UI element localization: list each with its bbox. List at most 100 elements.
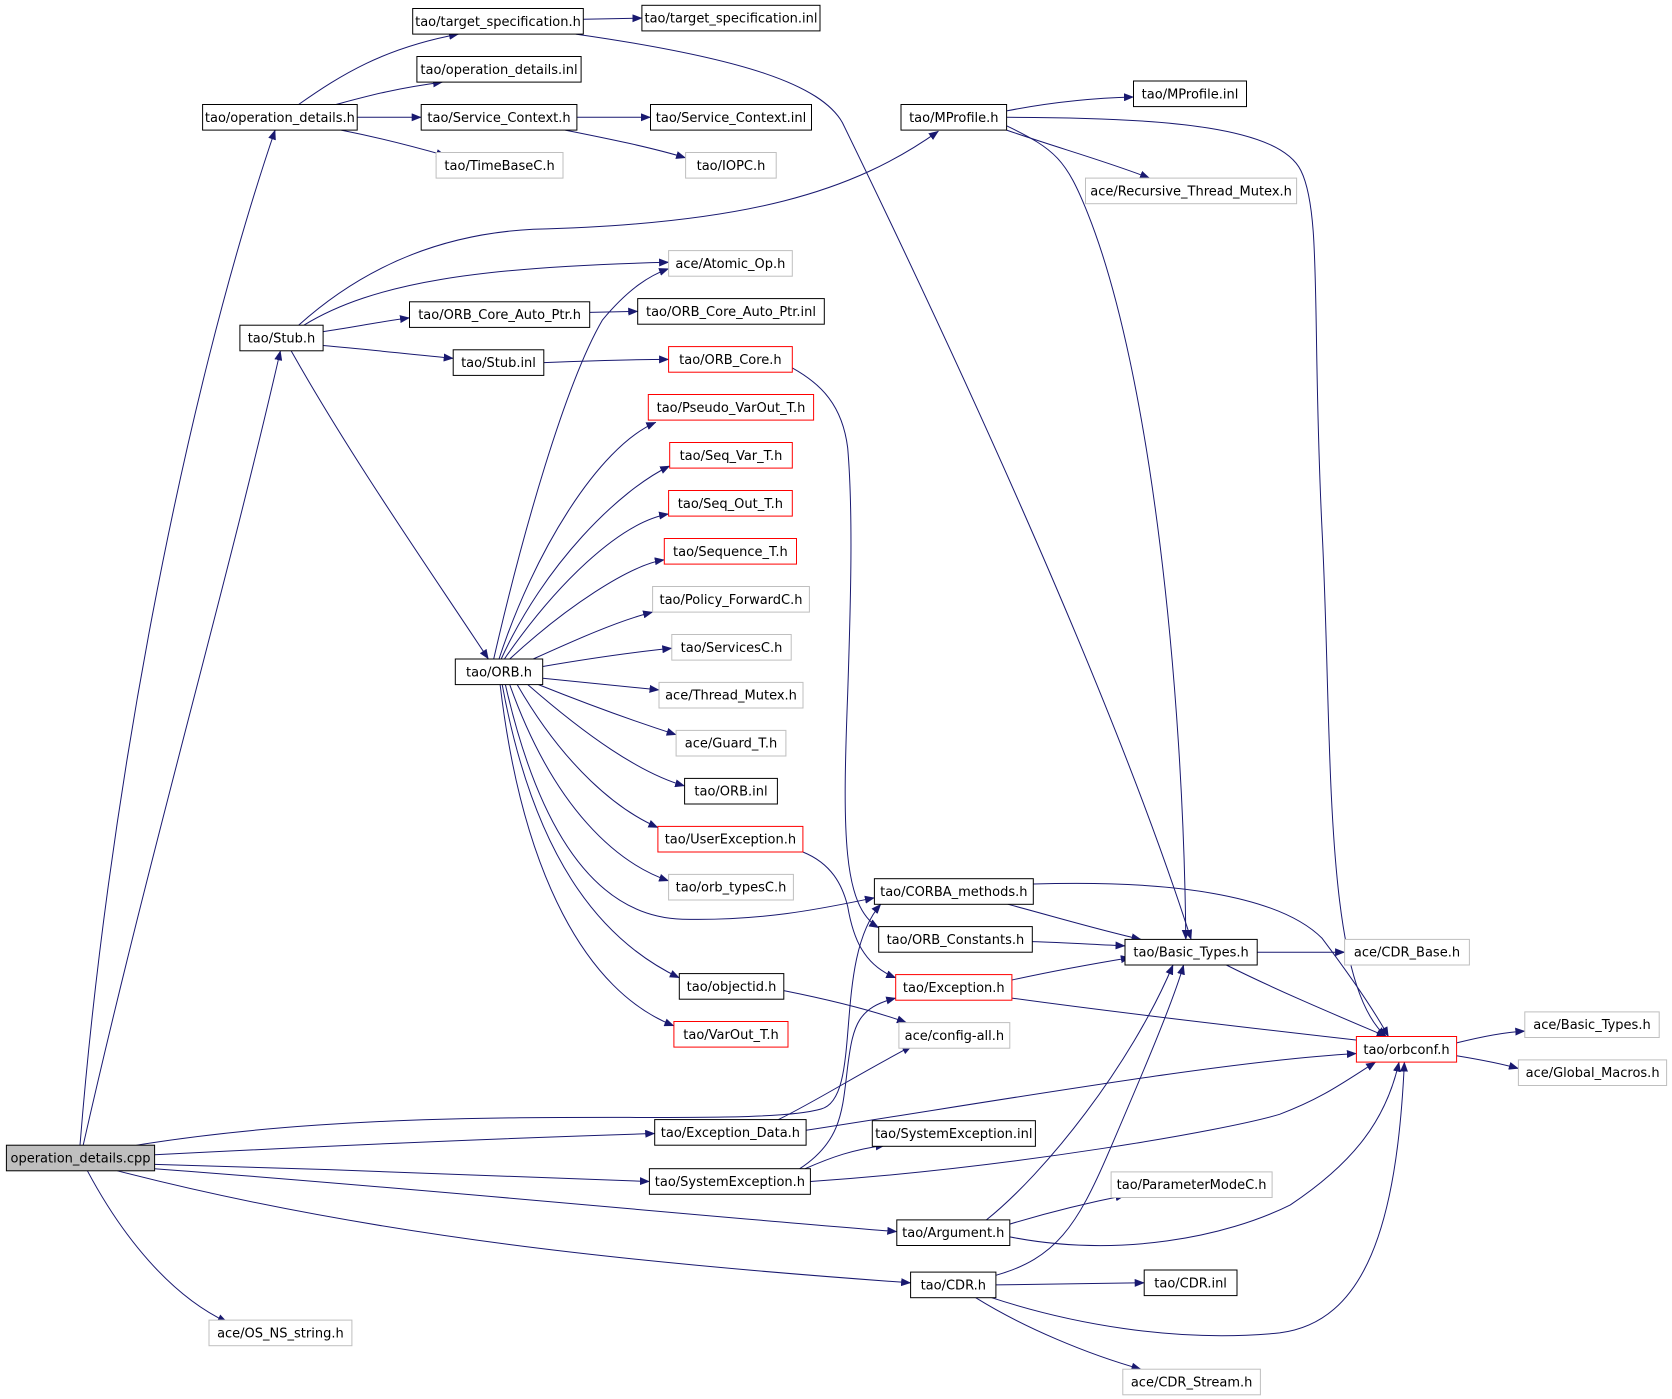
node-label: tao/ORB_Core_Auto_Ptr.inl — [646, 305, 816, 320]
edge-argument-to-basictypes_tao — [986, 964, 1174, 1221]
node-label: tao/orb_typesC.h — [676, 881, 787, 896]
edge-orbconf-to-ace_basictypes — [1456, 1027, 1526, 1044]
node-label: tao/orbconf.h — [1363, 1043, 1449, 1058]
edge-opdet_h-to-target_spec_h — [298, 31, 459, 105]
edge-corbamethods-to-orbconf — [1033, 882, 1389, 1037]
edge-argument-to-orbconf — [1009, 1061, 1401, 1247]
node-box — [678, 973, 785, 1000]
node-label: tao/Policy_ForwardC.h — [659, 593, 802, 608]
node-opdet_inl[interactable]: tao/operation_details.inl — [416, 56, 582, 83]
node-varout[interactable]: tao/VarOut_T.h — [673, 1021, 789, 1048]
node-orbtypes[interactable]: tao/orb_typesC.h — [668, 873, 794, 901]
node-iopc[interactable]: tao/IOPC.h — [685, 152, 777, 179]
node-parammode[interactable]: tao/ParameterModeC.h — [1110, 1171, 1273, 1199]
node-pseudo[interactable]: tao/Pseudo_VarOut_T.h — [647, 394, 815, 421]
node-exception[interactable]: tao/Exception.h — [895, 974, 1013, 1001]
node-label: ace/Recursive_Thread_Mutex.h — [1090, 184, 1292, 199]
node-threadmutex[interactable]: ace/Thread_Mutex.h — [658, 681, 804, 709]
node-configall[interactable]: ace/config-all.h — [898, 1022, 1011, 1049]
node-label: tao/ORB_Core.h — [679, 353, 782, 368]
node-svcctx_h[interactable]: tao/Service_Context.h — [420, 104, 578, 131]
node-mprofile_h[interactable]: tao/MProfile.h — [900, 104, 1008, 131]
node-label: tao/Exception_Data.h — [661, 1126, 800, 1141]
node-box — [637, 298, 825, 325]
edge-orb_h-to-seqout — [503, 511, 670, 660]
node-guard[interactable]: ace/Guard_T.h — [675, 729, 787, 757]
edge-sysexc_h-to-exception — [799, 996, 897, 1170]
node-sysexc_h[interactable]: tao/SystemException.h — [648, 1168, 811, 1195]
node-stub_inl[interactable]: tao/Stub.inl — [452, 349, 545, 376]
node-stub_h[interactable]: tao/Stub.h — [239, 324, 324, 352]
node-target_spec_inl[interactable]: tao/target_specification.inl — [641, 4, 821, 32]
node-basictypes_tao[interactable]: tao/Basic_Types.h — [1124, 938, 1258, 966]
node-services[interactable]: tao/ServicesC.h — [671, 634, 792, 661]
node-orbconf[interactable]: tao/orbconf.h — [1355, 1036, 1458, 1063]
edge-root-to-cdr_h — [117, 1170, 912, 1287]
node-label: tao/Argument.h — [902, 1226, 1004, 1241]
node-orbconst[interactable]: tao/ORB_Constants.h — [878, 926, 1033, 953]
node-mprofile_inl[interactable]: tao/MProfile.inl — [1133, 80, 1247, 108]
node-box — [1517, 1059, 1668, 1087]
edge-stub_inl-to-orbcore — [543, 355, 670, 364]
edge-svcctx_h-to-iopc — [565, 129, 687, 159]
node-recmutex[interactable]: ace/Recursive_Thread_Mutex.h — [1085, 177, 1298, 205]
node-label: ace/config-all.h — [905, 1029, 1005, 1044]
node-box — [452, 349, 545, 376]
node-opdet_h[interactable]: tao/operation_details.h — [202, 104, 358, 131]
node-autoptr_h[interactable]: tao/ORB_Core_Auto_Ptr.h — [409, 301, 591, 328]
node-target_spec_h[interactable]: tao/target_specification.h — [412, 8, 584, 35]
nodes: operation_details.cpp tao/target_specific… — [5, 4, 1668, 1396]
edge-orb_h-to-pseudo — [498, 421, 657, 660]
node-atomic[interactable]: ace/Atomic_Op.h — [668, 250, 793, 277]
edge-cdr_h-to-basictypes_tao — [995, 964, 1185, 1276]
node-label: tao/MProfile.inl — [1142, 87, 1239, 102]
edge-orb_h-to-orbtypes — [509, 684, 670, 882]
node-timebase[interactable]: tao/TimeBaseC.h — [435, 152, 564, 179]
node-root[interactable]: operation_details.cpp — [5, 1144, 156, 1172]
node-box — [412, 8, 584, 35]
node-label: tao/target_specification.h — [415, 15, 581, 30]
node-box — [641, 4, 821, 32]
node-cdrbase[interactable]: ace/CDR_Base.h — [1344, 938, 1470, 966]
node-ace_basictypes[interactable]: ace/Basic_Types.h — [1524, 1011, 1660, 1039]
edge-mprofile_h-to-mprofile_inl — [1006, 93, 1134, 112]
node-argument[interactable]: tao/Argument.h — [896, 1219, 1011, 1247]
edge-stub_h-to-atomic — [303, 258, 670, 326]
edge-root-to-stub_h — [82, 350, 283, 1146]
node-box — [685, 152, 777, 179]
node-sysexc_inl[interactable]: tao/SystemException.inl — [871, 1120, 1036, 1147]
node-globalmacros[interactable]: ace/Global_Macros.h — [1517, 1059, 1668, 1087]
node-orb_h[interactable]: tao/ORB.h — [454, 658, 544, 686]
node-box — [684, 777, 778, 805]
node-label: tao/SystemException.h — [655, 1175, 805, 1190]
node-cdr_h[interactable]: tao/CDR.h — [910, 1271, 997, 1299]
edge-target_spec_h-to-target_spec_inl — [583, 14, 643, 23]
node-objectid[interactable]: tao/objectid.h — [678, 973, 785, 1000]
edge-orb_h-to-orb_inl — [527, 684, 686, 788]
node-box — [896, 1219, 1011, 1247]
edge-excdata-to-orbconf — [806, 1050, 1357, 1131]
node-cdr_inl[interactable]: tao/CDR.inl — [1143, 1269, 1238, 1297]
node-seqvar[interactable]: tao/Seq_Var_T.h — [669, 442, 793, 469]
node-osnsstring[interactable]: ace/OS_NS_string.h — [208, 1319, 353, 1347]
node-label: tao/UserException.h — [665, 833, 796, 848]
node-box — [409, 301, 591, 328]
edge-excdata-to-configall — [778, 1045, 913, 1121]
node-seq[interactable]: tao/Sequence_T.h — [663, 538, 797, 565]
node-cdrstream[interactable]: ace/CDR_Stream.h — [1122, 1368, 1261, 1396]
node-label: ace/Atomic_Op.h — [675, 257, 785, 272]
node-autoptr_inl[interactable]: tao/ORB_Core_Auto_Ptr.inl — [637, 298, 825, 325]
node-orbcore[interactable]: tao/ORB_Core.h — [668, 346, 793, 373]
node-svcctx_inl[interactable]: tao/Service_Context.inl — [650, 104, 812, 131]
node-excdata[interactable]: tao/Exception_Data.h — [654, 1119, 807, 1146]
node-orb_inl[interactable]: tao/ORB.inl — [684, 777, 778, 805]
node-seqout[interactable]: tao/Seq_Out_T.h — [668, 490, 793, 517]
node-label: tao/target_specification.inl — [644, 12, 817, 27]
node-label: ace/CDR_Base.h — [1354, 946, 1460, 961]
node-policyfwd[interactable]: tao/Policy_ForwardC.h — [652, 586, 810, 613]
edge-root-to-excdata — [154, 1129, 656, 1156]
node-label: tao/operation_details.inl — [420, 63, 577, 78]
node-userexc[interactable]: tao/UserException.h — [657, 825, 804, 853]
node-corbamethods[interactable]: tao/CORBA_methods.h — [873, 878, 1034, 905]
